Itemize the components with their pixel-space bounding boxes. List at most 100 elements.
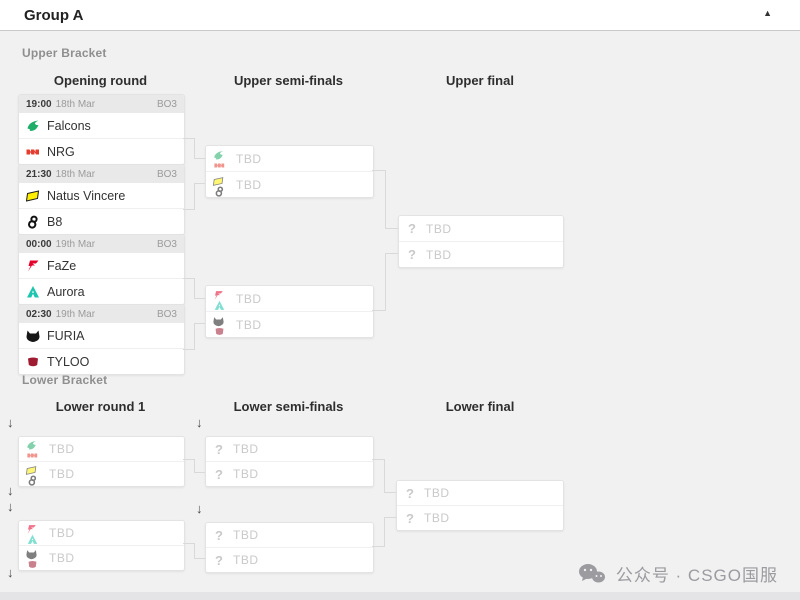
tbd-slot: TBD — [19, 521, 184, 545]
tbd-label: TBD — [49, 551, 75, 565]
bracket-connector — [385, 253, 398, 255]
lower-semifinal-2-card[interactable]: ? TBD ? TBD — [205, 522, 374, 573]
column-header-opening-round: Opening round — [53, 73, 148, 88]
column-header-lower-final: Lower final — [445, 399, 515, 414]
column-header-lower-round-1: Lower round 1 — [55, 399, 146, 414]
tbd-label: TBD — [49, 467, 75, 481]
bottom-divider — [0, 592, 800, 600]
tbd-label: TBD — [236, 151, 262, 166]
match-date: 19th Mar — [55, 238, 96, 250]
faze-aurora-faded-logos-icon — [213, 288, 228, 310]
tbd-label: TBD — [236, 291, 262, 306]
bracket-connector — [183, 323, 195, 350]
column-header-upper-final: Upper final — [446, 73, 514, 88]
tbd-slot: ? TBD — [399, 216, 563, 241]
tbd-slot: TBD — [19, 437, 184, 461]
b8-logo-icon — [26, 215, 40, 229]
team-row-furia[interactable]: FURIA — [19, 323, 184, 348]
match-date: 19th Mar — [55, 308, 96, 320]
aurora-logo-icon — [26, 285, 40, 299]
collapse-caret-icon[interactable]: ▲ — [763, 8, 772, 18]
match-format-badge: BO3 — [156, 238, 177, 250]
bracket-connector — [183, 459, 195, 473]
team-row-falcons[interactable]: Falcons — [19, 113, 184, 138]
furia-tyloo-faded-logos-icon — [213, 314, 228, 336]
furia-logo-icon — [26, 329, 40, 343]
tbd-label: TBD — [424, 511, 450, 525]
faze-aurora-faded-logos-icon — [26, 522, 41, 544]
team-name: Aurora — [47, 284, 85, 299]
dropdown-arrow-icon: ↓ — [7, 499, 14, 514]
bracket-connector — [194, 183, 205, 185]
team-row-navi[interactable]: Natus Vincere — [19, 183, 184, 208]
unknown-team-icon: ? — [406, 485, 414, 501]
bracket-connector — [372, 253, 386, 311]
team-name: TYLOO — [47, 354, 90, 369]
watermark-text: 公众号 · CSGO国服 — [615, 566, 778, 585]
bracket-connector — [183, 278, 195, 299]
tbd-label: TBD — [426, 221, 452, 236]
nrg-logo-icon — [26, 145, 40, 159]
team-row-aurora[interactable]: Aurora — [19, 278, 184, 304]
unknown-team-icon: ? — [215, 527, 223, 543]
group-header-bar[interactable]: Group A — [0, 0, 800, 31]
falcons-nrg-faded-logos-icon — [213, 148, 228, 170]
bracket-connector — [372, 517, 385, 547]
tbd-label: TBD — [233, 553, 259, 567]
dropdown-arrow-icon: ↓ — [7, 483, 14, 498]
match-card-faze-aurora[interactable]: 00:00 19th Mar BO3 FaZe Aurora — [18, 234, 185, 305]
upper-semifinal-1-card[interactable]: TBD TBD — [205, 145, 374, 198]
bracket-connector — [384, 492, 396, 494]
match-time: 19:00 — [26, 98, 52, 110]
bracket-connector — [194, 323, 205, 325]
match-time: 00:00 — [26, 238, 52, 250]
team-row-nrg[interactable]: NRG — [19, 138, 184, 164]
team-row-b8[interactable]: B8 — [19, 208, 184, 234]
match-header: 00:00 19th Mar BO3 — [19, 235, 184, 253]
match-date: 18th Mar — [55, 168, 96, 180]
column-header-upper-semi-finals: Upper semi-finals — [233, 73, 344, 88]
match-header: 21:30 18th Mar BO3 — [19, 165, 184, 183]
team-name: Natus Vincere — [47, 188, 126, 203]
match-date: 18th Mar — [55, 98, 96, 110]
tbd-slot: TBD — [206, 286, 373, 311]
upper-final-card[interactable]: ? TBD ? TBD — [398, 215, 564, 268]
lower-semifinal-1-card[interactable]: ? TBD ? TBD — [205, 436, 374, 487]
tbd-label: TBD — [236, 177, 262, 192]
lower-final-card[interactable]: ? TBD ? TBD — [396, 480, 564, 531]
upper-semifinal-2-card[interactable]: TBD TBD — [205, 285, 374, 338]
unknown-team-icon: ? — [408, 247, 416, 262]
dropdown-arrow-icon: ↓ — [196, 501, 203, 516]
match-time: 21:30 — [26, 168, 52, 180]
bracket-connector — [194, 298, 205, 300]
team-row-faze[interactable]: FaZe — [19, 253, 184, 278]
unknown-team-icon: ? — [406, 510, 414, 526]
match-format-badge: BO3 — [156, 98, 177, 110]
bracket-connector — [384, 517, 396, 519]
column-header-lower-semi-finals: Lower semi-finals — [233, 399, 344, 414]
upper-bracket-label: Upper Bracket — [22, 46, 107, 60]
match-format-badge: BO3 — [156, 308, 177, 320]
match-card-falcons-nrg[interactable]: 19:00 18th Mar BO3 Falcons NRG — [18, 94, 185, 165]
bracket-connector — [194, 158, 205, 160]
tbd-slot: ? TBD — [206, 437, 373, 461]
lower-round1-match1-card[interactable]: TBD TBD — [18, 436, 185, 487]
natus-vincere-logo-icon — [26, 189, 40, 203]
team-row-tyloo[interactable]: TYLOO — [19, 348, 184, 374]
tbd-slot: ? TBD — [206, 547, 373, 572]
lower-round1-match2-card[interactable]: TBD TBD — [18, 520, 185, 571]
tbd-label: TBD — [233, 442, 259, 456]
match-card-navi-b8[interactable]: 21:30 18th Mar BO3 Natus Vincere B8 — [18, 164, 185, 235]
lower-bracket-label: Lower Bracket — [22, 373, 108, 387]
tbd-label: TBD — [426, 247, 452, 262]
tbd-label: TBD — [424, 486, 450, 500]
tbd-slot: ? TBD — [399, 241, 563, 267]
bracket-connector — [183, 183, 195, 210]
match-card-furia-tyloo[interactable]: 02:30 19th Mar BO3 FURIA TYLOO — [18, 304, 185, 375]
navi-b8-faded-logos-icon — [213, 174, 228, 196]
unknown-team-icon: ? — [408, 221, 416, 236]
tbd-label: TBD — [233, 467, 259, 481]
dropdown-arrow-icon: ↓ — [7, 565, 14, 580]
bracket-connector — [372, 459, 385, 493]
